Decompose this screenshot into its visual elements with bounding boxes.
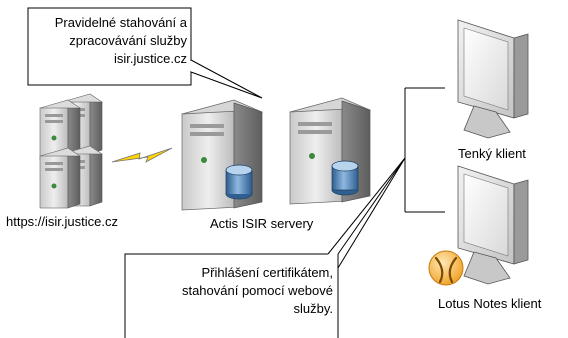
- callout-top-box: [27, 7, 263, 99]
- thin-client-label: Tenký klient: [458, 146, 526, 161]
- callout-top-text: Pravidelné stahování a zpracovávání služ…: [32, 14, 187, 68]
- callout-bottom-line: služby.: [293, 301, 334, 316]
- actis-label: Actis ISIR servery: [210, 216, 314, 231]
- isir-label: https://isir.justice.cz: [6, 214, 118, 229]
- lotus-notes-logo-icon: [428, 250, 464, 286]
- network-lines: [404, 87, 445, 213]
- notes-client-label: Lotus Notes klient: [438, 296, 542, 311]
- callout-top-line: isir.justice.cz: [114, 51, 187, 66]
- isir-server-cluster-icon: [39, 93, 103, 209]
- callout-top-line: zpracovávání služby: [69, 33, 187, 48]
- lightning-icon: [111, 147, 173, 163]
- notes-client-monitor-icon: [457, 165, 529, 285]
- callout-top-line: Pravidelné stahování a: [54, 15, 187, 30]
- database-2-icon: [331, 160, 359, 196]
- callout-bottom-line: Přihlášení certifikátem,: [201, 265, 334, 280]
- database-1-icon: [225, 164, 253, 200]
- callout-bottom-text: Přihlášení certifikátem, stahování pomoc…: [128, 264, 333, 318]
- thin-client-monitor-icon: [457, 19, 529, 139]
- callout-bottom-line: stahování pomocí webové: [181, 283, 333, 298]
